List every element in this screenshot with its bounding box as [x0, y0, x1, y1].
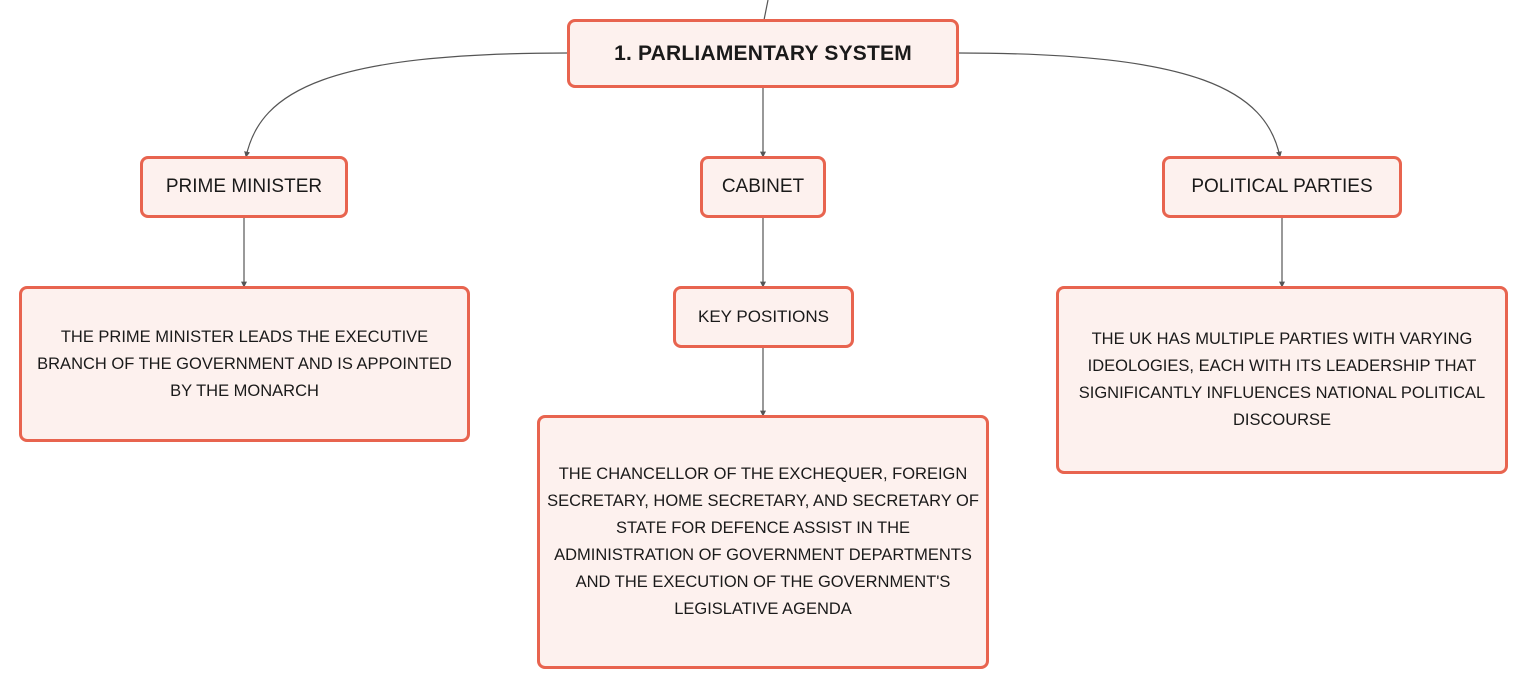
connector-root-to-prime-minister	[244, 52, 568, 158]
topic-node-cabinet[interactable]: CABINET	[700, 156, 826, 218]
detail-node-political-parties[interactable]: THE UK HAS MULTIPLE PARTIES WITH VARYING…	[1056, 286, 1508, 474]
connector-from-parent	[763, 0, 769, 21]
topic-node-prime-minister[interactable]: PRIME MINISTER	[140, 156, 348, 218]
root-node-label: 1. PARLIAMENTARY SYSTEM	[614, 41, 912, 65]
subtopic-node-key-positions[interactable]: KEY POSITIONS	[673, 286, 854, 348]
topic-node-label: PRIME MINISTER	[165, 176, 323, 197]
topic-node-label: CABINET	[721, 176, 805, 197]
detail-node-prime-minister[interactable]: THE PRIME MINISTER LEADS THE EXECUTIVE B…	[19, 286, 470, 442]
detail-node-key-positions[interactable]: THE CHANCELLOR OF THE EXCHEQUER, FOREIGN…	[537, 415, 989, 669]
detail-node-text: THE PRIME MINISTER LEADS THE EXECUTIVE B…	[37, 327, 452, 400]
connector-root-to-political-parties	[958, 52, 1282, 158]
topic-node-label: POLITICAL PARTIES	[1191, 176, 1373, 197]
topic-node-political-parties[interactable]: POLITICAL PARTIES	[1162, 156, 1402, 218]
detail-node-text: THE CHANCELLOR OF THE EXCHEQUER, FOREIGN…	[547, 465, 979, 618]
subtopic-node-label: KEY POSITIONS	[697, 307, 829, 326]
root-node-parliamentary-system[interactable]: 1. PARLIAMENTARY SYSTEM	[567, 19, 959, 88]
detail-node-text: THE UK HAS MULTIPLE PARTIES WITH VARYING…	[1078, 330, 1486, 429]
